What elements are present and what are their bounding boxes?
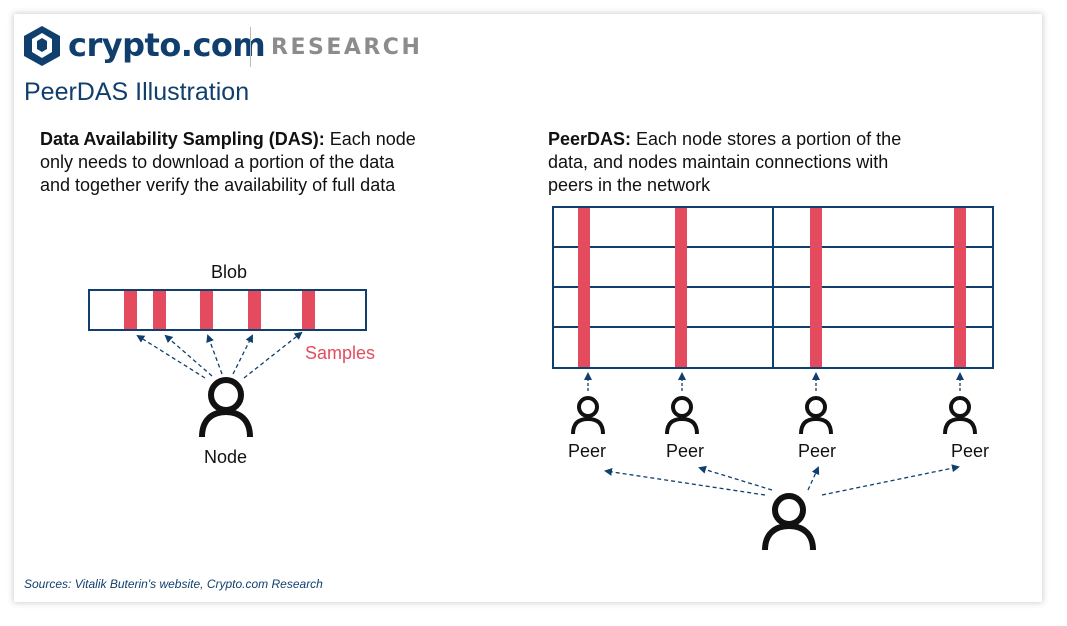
dashed-arrow bbox=[206, 334, 223, 375]
peer-column bbox=[810, 208, 822, 367]
peer-person-icon bbox=[943, 396, 977, 435]
sample-mark bbox=[248, 291, 261, 329]
das-text-2: only needs to download a portion of the … bbox=[40, 152, 395, 172]
crypto-logo-icon bbox=[24, 26, 60, 66]
node-label: Node bbox=[204, 447, 248, 467]
dashed-arrow bbox=[807, 466, 820, 491]
peerdas-text-3: peers in the network bbox=[548, 175, 711, 195]
blob-bar bbox=[88, 289, 367, 331]
peer-column bbox=[578, 208, 590, 367]
dashed-arrow bbox=[698, 465, 773, 491]
das-description: Data Availability Sampling (DAS): Each n… bbox=[40, 128, 416, 197]
data-grid bbox=[552, 206, 994, 369]
header-divider bbox=[250, 27, 251, 67]
sample-mark bbox=[302, 291, 315, 329]
sample-mark bbox=[124, 291, 137, 329]
dashed-arrow bbox=[232, 334, 253, 375]
peerdas-heading: PeerDAS: bbox=[548, 129, 632, 149]
dashed-arrow bbox=[604, 467, 766, 496]
sample-mark bbox=[200, 291, 213, 329]
peer-to-column-arrows bbox=[584, 372, 964, 391]
brand-name: crypto.com bbox=[68, 26, 266, 64]
das-heading: Data Availability Sampling (DAS): bbox=[40, 129, 325, 149]
das-text-3: and together verify the availability of … bbox=[40, 175, 396, 195]
blob-label: Blob bbox=[211, 262, 248, 282]
dashed-arrow bbox=[136, 334, 206, 379]
node-person-icon bbox=[199, 377, 253, 438]
peer-column bbox=[675, 208, 687, 367]
peer-label: Peer bbox=[798, 441, 837, 461]
node-peer-arrows bbox=[604, 464, 960, 496]
node-sample-arrows bbox=[136, 331, 303, 379]
dashed-arrow bbox=[821, 464, 960, 496]
dashed-arrow bbox=[243, 331, 303, 379]
peer-person-icon bbox=[665, 396, 699, 435]
section-label: RESEARCH bbox=[271, 35, 423, 60]
sample-mark bbox=[153, 291, 166, 329]
peer-label: Peer bbox=[568, 441, 607, 461]
peerdas-description: PeerDAS: Each node stores a portion of t… bbox=[548, 128, 901, 197]
central-node-person-icon bbox=[762, 493, 816, 551]
peer-columns bbox=[578, 208, 966, 367]
peerdas-text-1: Each node stores a portion of the bbox=[631, 129, 902, 149]
peer-column bbox=[954, 208, 966, 367]
peer-person-icon bbox=[571, 396, 605, 435]
dashed-arrow bbox=[164, 334, 213, 377]
peer-label: Peer bbox=[951, 441, 990, 461]
slide-card bbox=[14, 14, 1042, 602]
samples-label: Samples bbox=[305, 343, 376, 363]
das-text-1: Each node bbox=[324, 129, 416, 149]
page-title: PeerDAS Illustration bbox=[24, 78, 250, 106]
blob-samples bbox=[124, 291, 315, 329]
sources-note: Sources: Vitalik Buterin's website, Cryp… bbox=[24, 577, 323, 591]
peerdas-text-2: data, and nodes maintain connections wit… bbox=[548, 152, 889, 172]
peer-label: Peer bbox=[666, 441, 705, 461]
peer-person-icon bbox=[799, 396, 833, 435]
